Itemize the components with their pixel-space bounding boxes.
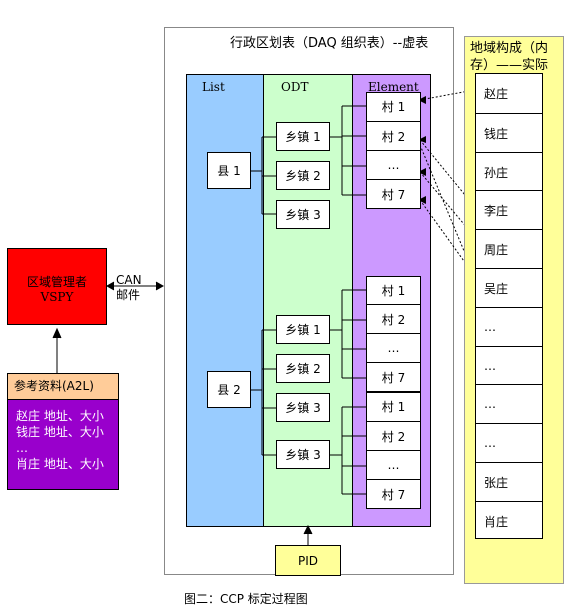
town-node: 乡镇 1	[276, 122, 330, 151]
town-node: 乡镇 2	[276, 354, 330, 383]
memory-item: 李庄	[476, 190, 542, 229]
reference-title: 参考资料(A2L)	[7, 373, 119, 400]
reference-row: …	[16, 441, 28, 455]
element-column-label: Element	[368, 80, 419, 94]
figure-caption: 图二：CCP 标定过程图	[184, 592, 308, 606]
town-node: 乡镇 1	[276, 315, 330, 344]
village-node: 村 2	[366, 305, 421, 334]
region-manager-box: 区域管理者 VSPY	[7, 248, 107, 325]
town-node: 乡镇 3	[276, 393, 330, 422]
can-message: 邮件	[116, 288, 141, 302]
memory-item: 肖庄	[476, 501, 542, 540]
memory-item: …	[476, 346, 542, 385]
memory-item: 钱庄	[476, 113, 542, 152]
can-label: CAN 邮件	[116, 273, 142, 303]
region-manager-tool: VSPY	[40, 290, 74, 304]
village-node: 村 7	[381, 488, 406, 502]
village-node: 村 2	[366, 422, 421, 451]
village-node: …	[366, 451, 421, 480]
reference-row: 钱庄 地址、大小	[16, 425, 104, 439]
pid-box: PID	[275, 545, 341, 576]
memory-list: 赵庄 钱庄 孙庄 李庄 周庄 吴庄 … … … … 张庄 肖庄	[475, 73, 543, 539]
reference-body: 赵庄 地址、大小 钱庄 地址、大小 … 肖庄 地址、大小	[7, 400, 119, 490]
memory-item: …	[476, 384, 542, 423]
village-node: 村 7	[381, 371, 406, 385]
village-node: 村 1	[366, 276, 421, 305]
memory-item: 吴庄	[476, 268, 542, 307]
memory-item: …	[476, 307, 542, 346]
reference-row: 肖庄 地址、大小	[16, 457, 104, 471]
village-node: 村 1	[366, 92, 421, 122]
village-node: 村 1	[366, 392, 421, 422]
memory-item: 赵庄	[484, 87, 509, 101]
town-node: 乡镇 3	[276, 440, 330, 469]
town-node: 乡镇 2	[276, 161, 330, 190]
reference-row: 赵庄 地址、大小	[16, 409, 104, 423]
region-manager-name: 区域管理者	[26, 275, 87, 289]
village-node: …	[366, 334, 421, 363]
can-protocol: CAN	[116, 273, 142, 287]
memory-item: 张庄	[476, 462, 542, 501]
memory-item: 孙庄	[476, 152, 542, 191]
memory-item: …	[476, 423, 542, 462]
village-node: …	[366, 151, 421, 180]
village-node: 村 7	[381, 188, 406, 202]
list-column	[186, 74, 264, 527]
village-stack-2	[366, 276, 421, 392]
county-2-node: 县 2	[207, 371, 251, 408]
virtual-table-title: 行政区划表（DAQ 组织表）--虚表	[230, 36, 429, 51]
village-node: 村 2	[366, 122, 421, 151]
town-node: 乡镇 3	[276, 200, 330, 229]
odt-column-label: ODT	[281, 80, 309, 94]
list-column-label: List	[202, 80, 225, 94]
memory-title: 地域构成（内存）——实际	[470, 41, 549, 73]
county-1-node: 县 1	[207, 152, 251, 189]
memory-item: 周庄	[476, 229, 542, 268]
